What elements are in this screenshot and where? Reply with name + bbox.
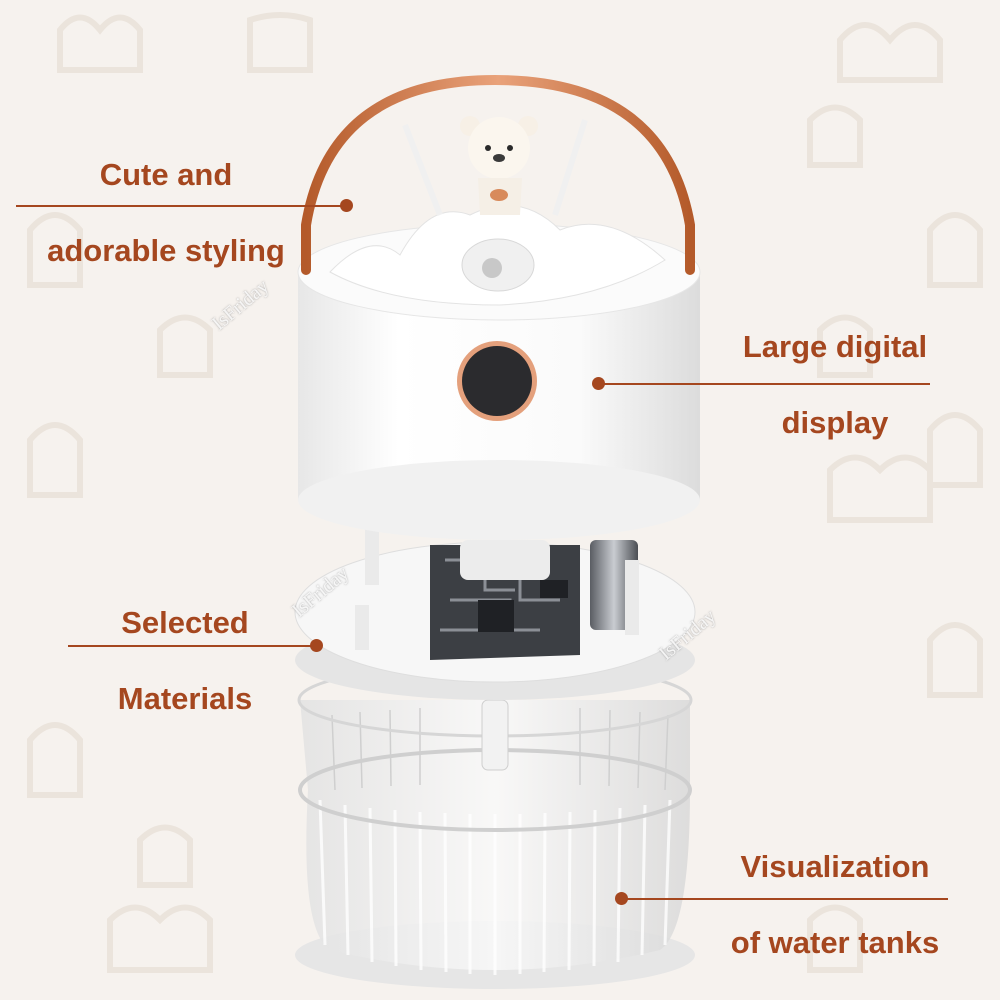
leader-dot-materials bbox=[310, 639, 323, 652]
callout-selected-materials: Selected Materials bbox=[117, 605, 253, 716]
callout-cute-styling: Cute and adorable styling bbox=[47, 157, 285, 268]
water-tank bbox=[295, 662, 695, 989]
copper-handle bbox=[301, 74, 695, 275]
callout-digital-display: Large digital display bbox=[742, 329, 928, 440]
leader-line-materials bbox=[68, 645, 318, 647]
digital-display bbox=[457, 341, 537, 421]
callout-water-tank: Visualization of water tanks bbox=[730, 849, 940, 960]
leader-dot-tank bbox=[615, 892, 628, 905]
leader-dot-cute bbox=[340, 199, 353, 212]
leader-line-display bbox=[598, 383, 930, 385]
bear-figure bbox=[460, 116, 538, 215]
leader-dot-display bbox=[592, 377, 605, 390]
leader-line-tank bbox=[622, 898, 948, 900]
inner-board bbox=[294, 525, 696, 700]
leader-line-cute bbox=[16, 205, 348, 207]
